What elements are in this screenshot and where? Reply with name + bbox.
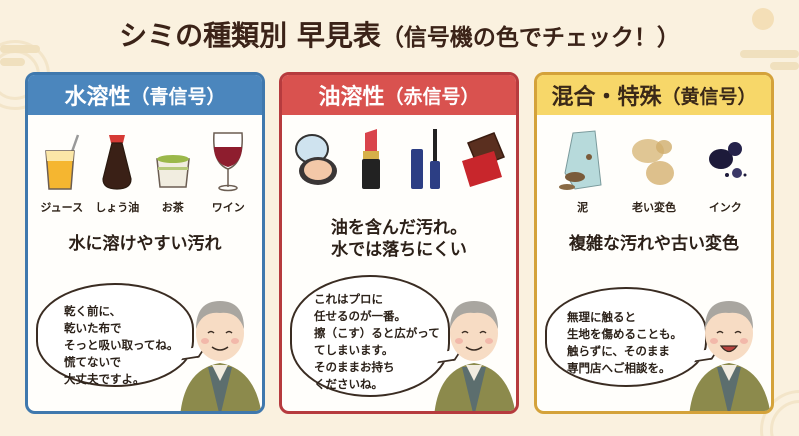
compact-powder-icon bbox=[294, 134, 337, 185]
panel-title: 混合・特殊 bbox=[551, 85, 662, 110]
description-line: 水に溶けやすい汚れ bbox=[68, 234, 222, 254]
bubble-line: 乾いた布で bbox=[64, 321, 122, 335]
bubble-line: 触らずに、そのまま bbox=[567, 344, 670, 358]
item-discoloration: 老い変色 bbox=[621, 129, 687, 215]
item-label: 老い変色 bbox=[631, 201, 676, 214]
chocolate-bar-icon bbox=[462, 132, 506, 187]
cloud-decoration bbox=[0, 58, 25, 66]
mud-cloth-icon bbox=[558, 130, 602, 190]
title-sub: （信号機の色でチェック！） bbox=[380, 25, 680, 51]
bubble-line: 擦（こす）ると広がって bbox=[314, 326, 440, 340]
panel-header-oil-soluble: 油溶性（赤信号） bbox=[282, 75, 516, 115]
cloud-decoration bbox=[0, 45, 40, 53]
item-mud: 泥 bbox=[550, 129, 616, 215]
bubble-line: 生地を傷めることも。 bbox=[567, 327, 682, 341]
bubble-line: そのままお持ち bbox=[314, 360, 395, 374]
item-label: お茶 bbox=[161, 201, 184, 214]
item-soy-sauce: しょう油 bbox=[90, 129, 146, 215]
item-compact bbox=[288, 127, 344, 197]
panel-description: 油を含んだ汚れ。 水では落ちにくい bbox=[282, 217, 516, 261]
old-discoloration-icon bbox=[631, 139, 674, 185]
item-label: 泥 bbox=[577, 201, 589, 214]
soy-sauce-bottle-icon bbox=[102, 135, 132, 190]
bubble-line: くださいね。 bbox=[314, 377, 383, 391]
item-list bbox=[282, 127, 516, 197]
item-label: しょう油 bbox=[95, 201, 140, 214]
panel-description: 複雑な汚れや古い変色 bbox=[537, 233, 771, 255]
description-line: 油を含んだ汚れ。 bbox=[330, 218, 468, 238]
panel-title: 油溶性 bbox=[318, 85, 385, 110]
cloud-decoration bbox=[740, 50, 799, 58]
panel-oil-soluble: 油溶性（赤信号） bbox=[279, 72, 519, 414]
speech-bubble: 無理に触ると 生地を傷めることも。 触らずに、そのまま 専門店へご相談を。 bbox=[545, 287, 707, 387]
item-label: ジュース bbox=[40, 201, 84, 214]
bubble-line: 無理に触ると bbox=[567, 310, 636, 324]
panel-title: 水溶性 bbox=[64, 85, 131, 110]
plum-blossom-icon bbox=[752, 8, 774, 30]
bubble-line: てしまいます。 bbox=[314, 343, 394, 357]
page-title: シミの種類別 早見表（信号機の色でチェック！） bbox=[0, 14, 799, 54]
item-mascara bbox=[399, 127, 455, 197]
elderly-man-illustration bbox=[434, 301, 515, 411]
item-ink: インク bbox=[692, 129, 758, 215]
juice-glass-icon bbox=[44, 134, 79, 190]
panel-water-soluble: 水溶性（青信号） ジュース しょう油 お茶 bbox=[25, 72, 265, 414]
speech-bubble: これはプロに 任せるのが一番。 擦（こす）ると広がって てしまいます。 そのまま… bbox=[290, 275, 450, 397]
bubble-line: 乾く前に、 bbox=[64, 304, 122, 318]
bubble-line: 慌てないで bbox=[64, 355, 122, 369]
description-line: 複雑な汚れや古い変色 bbox=[569, 234, 739, 254]
bubble-line: 専門店へご相談を。 bbox=[567, 361, 671, 375]
title-main: シミの種類別 早見表 bbox=[119, 19, 381, 52]
panel-signal: （赤信号） bbox=[384, 85, 480, 108]
item-tea: お茶 bbox=[145, 129, 201, 215]
item-chocolate bbox=[455, 127, 511, 197]
panel-mixed-special: 混合・特殊（黄信号） 泥 老い変色 bbox=[534, 72, 774, 414]
panel-header-water-soluble: 水溶性（青信号） bbox=[28, 75, 262, 115]
panel-signal: （黄信号） bbox=[661, 85, 757, 108]
bubble-line: 任せるのが一番。 bbox=[314, 309, 406, 323]
tea-cup-icon bbox=[155, 155, 190, 188]
panel-header-mixed-special: 混合・特殊（黄信号） bbox=[537, 75, 771, 115]
bubble-line: これはプロに bbox=[314, 292, 383, 306]
wine-glass-icon bbox=[213, 132, 244, 192]
item-wine: ワイン bbox=[201, 129, 257, 215]
lipstick-icon bbox=[362, 129, 381, 189]
cloud-decoration bbox=[770, 62, 799, 70]
description-line: 水では落ちにくい bbox=[331, 240, 467, 260]
ink-splash-icon bbox=[709, 142, 747, 178]
panel-description: 水に溶けやすい汚れ bbox=[28, 233, 262, 255]
item-label: ワイン bbox=[211, 201, 245, 214]
mascara-icon bbox=[410, 129, 440, 189]
item-list: ジュース しょう油 お茶 ワイン bbox=[28, 129, 262, 215]
bubble-line: 大丈夫ですよ。 bbox=[64, 372, 145, 386]
item-list: 泥 老い変色 インク bbox=[537, 129, 771, 215]
elderly-man-illustration bbox=[689, 301, 770, 411]
panel-signal: （青信号） bbox=[130, 85, 226, 108]
elderly-man-illustration bbox=[180, 301, 261, 411]
bubble-line: そっと吸い取ってね。 bbox=[64, 338, 179, 352]
speech-bubble: 乾く前に、 乾いた布で そっと吸い取ってね。 慌てないで 大丈夫ですよ。 bbox=[36, 283, 194, 387]
item-juice: ジュース bbox=[34, 129, 90, 215]
item-label: インク bbox=[708, 201, 742, 214]
item-lipstick bbox=[344, 127, 400, 197]
